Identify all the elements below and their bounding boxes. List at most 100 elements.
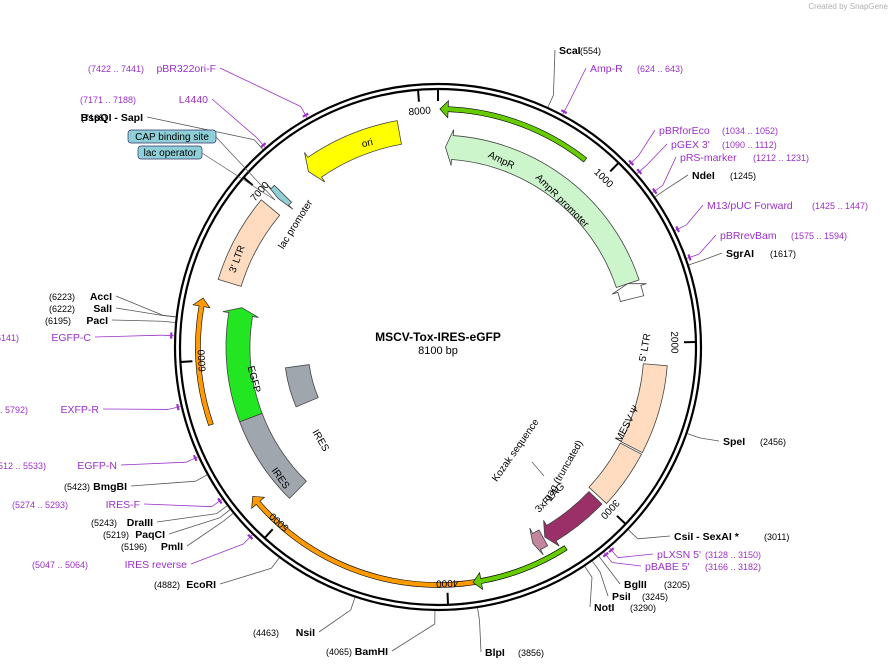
site-leader: [201, 152, 276, 201]
primer-label[interactable]: pBABE 5': [645, 561, 690, 573]
feature-mesv-psi[interactable]: [588, 442, 643, 505]
site-leader: [598, 556, 608, 567]
enzyme-label[interactable]: BspQI - SapI: [81, 112, 144, 124]
feature-ires-outer[interactable]: [239, 412, 307, 499]
kozak-label: Kozak sequence: [490, 417, 542, 484]
tick-mark: [616, 515, 627, 525]
site-leader: [186, 521, 224, 547]
primer-label[interactable]: Amp-R: [590, 63, 623, 75]
site-leader: [271, 557, 280, 569]
feature-egfp[interactable]: [222, 307, 263, 423]
enzyme-label[interactable]: EcoRI: [186, 579, 216, 591]
site-leader: [211, 98, 257, 138]
enzyme-label[interactable]: PaqCI: [135, 529, 165, 541]
site-leader: [646, 143, 668, 166]
primer-mark: [302, 112, 309, 118]
site-leader: [219, 567, 272, 585]
site-leader: [687, 433, 700, 439]
site-leader: [701, 252, 723, 262]
enzyme-label[interactable]: SpeI: [723, 436, 745, 448]
site-leader: [638, 129, 656, 157]
site-position: (554): [580, 46, 601, 56]
enzyme-label[interactable]: AccI: [90, 291, 112, 303]
enzyme-label[interactable]: SalI: [93, 303, 112, 315]
primer-label[interactable]: pBRrevBam: [720, 230, 777, 242]
enzyme-label[interactable]: SgrAI: [726, 248, 754, 260]
site-leader: [584, 566, 593, 578]
feature-3-ltr[interactable]: [217, 199, 281, 287]
primer-label[interactable]: L4440: [179, 94, 208, 106]
feature-5-ltr[interactable]: [620, 363, 668, 454]
primer-label[interactable]: pBR322ori-F: [156, 63, 216, 75]
primer-label[interactable]: EGFP-N: [77, 460, 117, 472]
site-leader: [688, 260, 702, 266]
site-leader: [216, 505, 228, 514]
primer-mark: [608, 547, 615, 553]
primer-label[interactable]: IRES reverse: [125, 559, 188, 571]
enzyme-label[interactable]: PacI: [86, 315, 108, 327]
primer-mark: [628, 159, 635, 166]
feature-ampr-promoter[interactable]: [611, 283, 647, 303]
orf-left: [192, 297, 214, 426]
orf-layer: [192, 99, 588, 591]
kozak-leader: [531, 461, 545, 477]
primer-label[interactable]: EXFP-R: [60, 404, 99, 416]
lac-operator-box[interactable]: [137, 145, 203, 160]
enzyme-label[interactable]: NdeI: [692, 170, 715, 182]
feature-gag[interactable]: [543, 491, 603, 547]
feature-ires-inner[interactable]: [284, 364, 319, 408]
enzyme-label[interactable]: NotI: [594, 602, 614, 614]
site-leader: [215, 136, 276, 201]
site-position: (6120 .. 6141): [0, 333, 19, 343]
tick-mark: [180, 360, 193, 363]
site-leader: [665, 174, 689, 190]
enzyme-label[interactable]: DraIII: [127, 517, 153, 529]
snapgene-credit: Created by SnapGene: [808, 2, 888, 11]
feature-ampr[interactable]: [445, 129, 640, 289]
cap-binding-site-box[interactable]: [127, 129, 217, 144]
primer-mark: [560, 109, 568, 115]
primer-label[interactable]: EGFP-C: [51, 332, 91, 344]
site-position: (4463): [253, 628, 279, 638]
feature-ori[interactable]: [304, 120, 402, 183]
primer-label[interactable]: pLXSN 5': [657, 549, 701, 561]
feature-lac-promoter[interactable]: [266, 184, 294, 210]
enzyme-label[interactable]: BglII: [624, 579, 647, 591]
site-leader: [162, 314, 176, 318]
primer-label[interactable]: IRES-F: [106, 499, 140, 511]
enzyme-label[interactable]: BamHI: [355, 646, 388, 658]
tick-mark: [609, 162, 620, 173]
site-position: (1212 .. 1231): [753, 153, 809, 163]
site-position: (5423): [64, 482, 90, 492]
primer-label[interactable]: pGEX 3': [671, 139, 710, 151]
site-position: (4882): [154, 580, 180, 590]
site-position: (1090 .. 1112): [722, 140, 777, 150]
site-leader: [115, 307, 163, 316]
feature-layer: [217, 120, 668, 556]
site-leader: [606, 566, 621, 585]
enzyme-label[interactable]: BlpI: [485, 647, 505, 659]
site-position: (1617): [770, 249, 796, 259]
site-position: (1245): [730, 171, 756, 181]
feature-3xflag[interactable]: [529, 527, 549, 556]
site-leader: [628, 529, 639, 540]
primer-mark: [247, 533, 254, 540]
site-leader: [699, 437, 720, 442]
site-position: (3245): [642, 592, 668, 602]
primer-label[interactable]: M13/pUC Forward: [707, 200, 793, 212]
site-position: (7422 .. 7441): [88, 64, 144, 74]
site-position: (6195): [45, 316, 71, 326]
site-leader: [115, 295, 163, 316]
site-position: (3166 .. 3182): [705, 562, 761, 572]
primer-label[interactable]: pRS-marker: [680, 152, 737, 164]
orf-bottom: [251, 496, 568, 588]
enzyme-label[interactable]: CsiI - SexAI *: [674, 531, 740, 543]
enzyme-label[interactable]: PsiI: [612, 591, 631, 603]
enzyme-label[interactable]: BmgBI: [93, 481, 127, 493]
enzyme-label[interactable]: ScaI: [559, 45, 581, 57]
enzyme-label[interactable]: NsiI: [296, 627, 315, 639]
primer-label[interactable]: pBRforEco: [659, 125, 710, 137]
site-leader: [686, 204, 704, 226]
site-position: (7171 .. 7188): [80, 95, 136, 105]
enzyme-label[interactable]: PmlI: [161, 541, 183, 553]
